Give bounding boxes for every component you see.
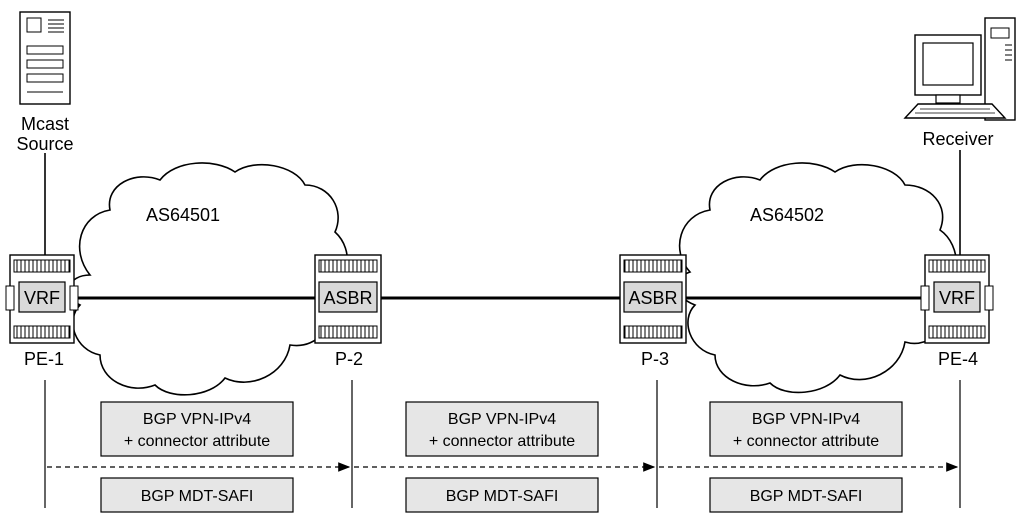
router-pe1: VRF: [5, 254, 79, 344]
mdt-safi-label: BGP MDT-SAFI: [750, 488, 863, 505]
p3-inner-label: ASBR: [628, 288, 677, 308]
router-pe4: VRF: [920, 254, 994, 344]
asbr-badge: [623, 281, 683, 313]
vpn-ipv4-line1: BGP VPN-IPv4: [448, 411, 556, 428]
source-label-line1: Mcast: [21, 114, 69, 134]
router-p2: ASBR: [314, 254, 382, 344]
as64501-label: AS64501: [146, 205, 220, 225]
mdt-safi-box: [405, 477, 599, 513]
mdt-safi-label: BGP MDT-SAFI: [446, 488, 559, 505]
vpn-ipv4-line2: + connector attribute: [124, 433, 270, 450]
vpn-ipv4-line1: BGP VPN-IPv4: [143, 411, 251, 428]
vrf-badge: [18, 281, 66, 313]
vpn-ipv4-box: [100, 401, 294, 457]
vrf-badge: [933, 281, 981, 313]
mdt-safi-label: BGP MDT-SAFI: [141, 488, 254, 505]
mdt-safi-box: [100, 477, 294, 513]
router-p3: ASBR: [619, 254, 687, 344]
pe4-label: PE-4: [938, 349, 978, 369]
server-icon: [19, 11, 71, 105]
workstation-icon: [903, 17, 1016, 121]
as64501-cloud: [67, 162, 349, 396]
asbr-badge: [318, 281, 378, 313]
p3-label: P-3: [641, 349, 669, 369]
vpn-ipv4-line2: + connector attribute: [429, 433, 575, 450]
mdt-safi-box: [709, 477, 903, 513]
p2-label: P-2: [335, 349, 363, 369]
p2-inner-label: ASBR: [323, 288, 372, 308]
pe1-label: PE-1: [24, 349, 64, 369]
vpn-ipv4-box: [709, 401, 903, 457]
receiver-label: Receiver: [922, 129, 993, 149]
pe4-inner-label: VRF: [939, 288, 975, 308]
vpn-ipv4-line2: + connector attribute: [733, 433, 879, 450]
as64502-cloud: [676, 162, 958, 394]
vpn-ipv4-line1: BGP VPN-IPv4: [752, 411, 860, 428]
pe1-inner-label: VRF: [24, 288, 60, 308]
as64502-label: AS64502: [750, 205, 824, 225]
vpn-ipv4-box: [405, 401, 599, 457]
source-label-line2: Source: [16, 134, 73, 154]
